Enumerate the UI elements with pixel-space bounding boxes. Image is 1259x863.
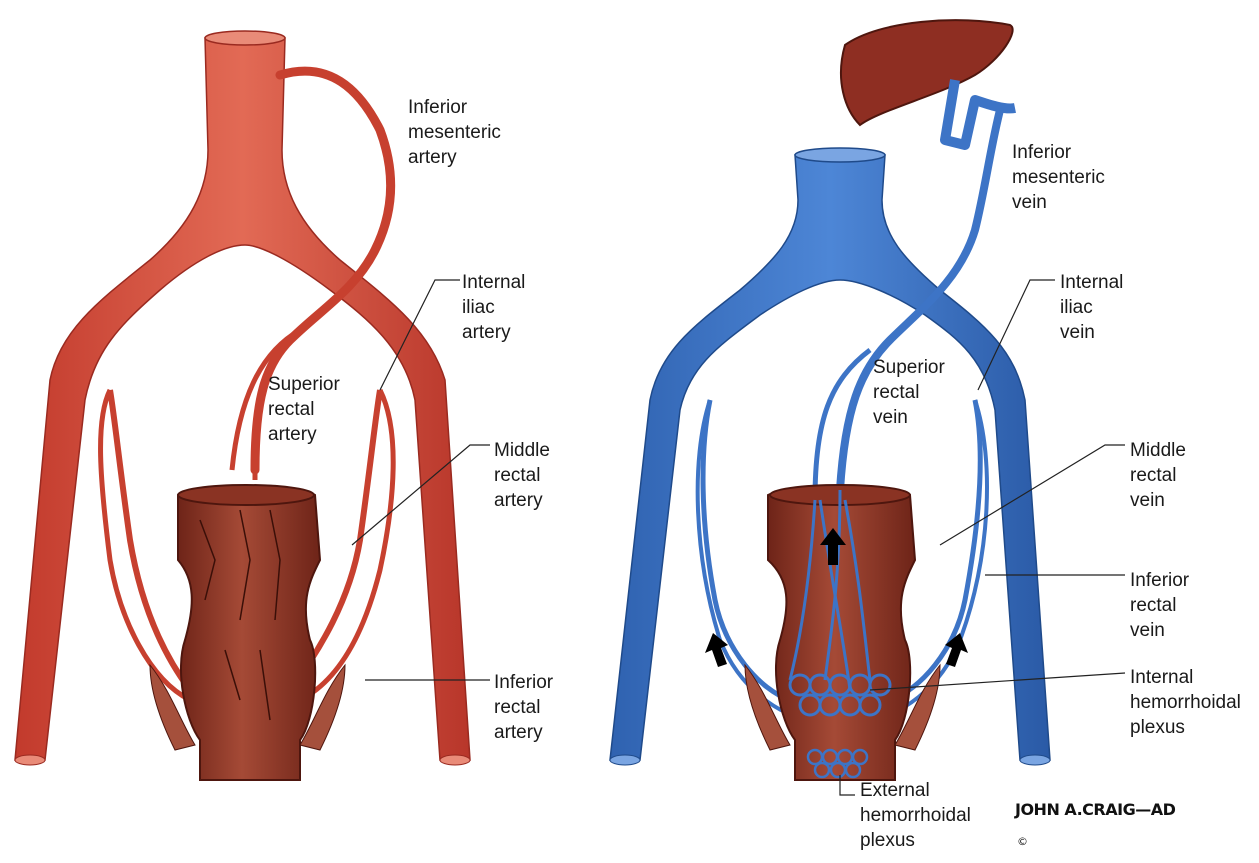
artist-name: JOHN A.CRAIG	[1015, 800, 1135, 819]
liver	[841, 20, 1013, 125]
copyright-mark: ©	[1017, 835, 1028, 848]
label-superior-rectal-vein: Superior rectal vein	[873, 355, 945, 430]
label-internal-iliac-artery: Internal iliac artery	[462, 270, 525, 345]
label-inferior-mesenteric-artery: Inferior mesenteric artery	[408, 95, 501, 170]
label-middle-rectal-vein: Middle rectal vein	[1130, 438, 1186, 513]
artist-suffix: AD	[1151, 800, 1176, 819]
label-internal-hemorrhoidal-plexus: Internal hemorrhoidal plexus	[1130, 665, 1241, 740]
venous-diagram	[610, 20, 1050, 780]
portal-vein	[945, 80, 1015, 145]
arterial-diagram	[15, 31, 470, 780]
label-middle-rectal-artery: Middle rectal artery	[494, 438, 550, 513]
rectum-artery-side	[178, 486, 320, 780]
label-inferior-mesenteric-vein: Inferior mesenteric vein	[1012, 140, 1105, 215]
label-inferior-rectal-artery: Inferior rectal artery	[494, 670, 553, 745]
vena-cava-opening	[795, 148, 885, 162]
aorta-opening	[205, 31, 285, 45]
label-external-hemorrhoidal-plexus: External hemorrhoidal plexus	[860, 778, 971, 853]
artist-signature: JOHN A.CRAIG—AD	[1015, 800, 1175, 819]
label-superior-rectal-artery: Superior rectal artery	[268, 372, 340, 447]
label-inferior-rectal-vein: Inferior rectal vein	[1130, 568, 1189, 643]
label-internal-iliac-vein: Internal iliac vein	[1060, 270, 1123, 345]
flow-arrow-up-right	[945, 633, 968, 667]
